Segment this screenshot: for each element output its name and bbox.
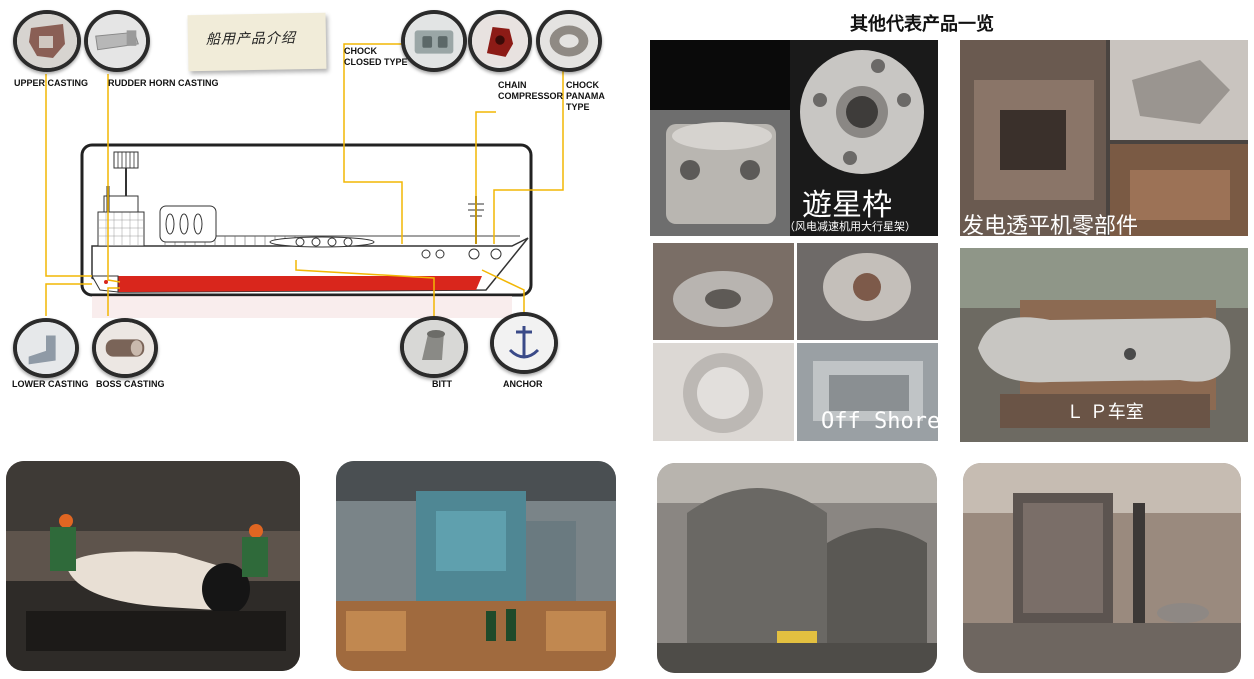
planet-carrier-caption: 遊星枠 (802, 188, 892, 223)
other-products-title: 其他代表产品一览 (850, 14, 994, 35)
ship-diagram: 船用产品介绍 UPPER CASTING RUDDER HORN CASTING… (0, 0, 640, 440)
chock-panama-label-2: PANAMA (566, 91, 605, 101)
factory-photo-casting-pit (6, 461, 300, 671)
lower-casting-label: LOWER CASTING (12, 379, 89, 389)
planet-carrier-subcaption: （风电减速机用大行星架） (784, 220, 916, 233)
chock-closed-label-2: CLOSED TYPE (344, 57, 408, 67)
factory-photo-sand-plant (336, 461, 616, 671)
ship-schematic (45, 43, 564, 318)
lower-casting-thumbnail (13, 318, 79, 378)
chock-panama-label-3: TYPE (566, 102, 590, 112)
boss-casting-thumbnail (92, 318, 158, 378)
generator-turbine-photo: 发电透平机零部件 (960, 40, 1248, 236)
generator-turbine-caption: 发电透平机零部件 (962, 214, 1139, 236)
factory-photo-annealing-furnace (657, 463, 937, 673)
chain-compressor-label-2: COMPRESSOR (498, 91, 564, 101)
chain-compressor-label-1: CHAIN (498, 80, 527, 90)
offshore-parts-photo: Off Shore (653, 243, 938, 441)
lp-casing-caption: Ｌ Ｐ车室 (1066, 402, 1144, 423)
banner-title: 船用产品介绍 (205, 30, 297, 48)
chock-closed-type-thumbnail (401, 10, 467, 72)
offshore-caption: Off Shore (821, 409, 938, 434)
planet-carrier-photo: 遊星枠 （风电减速机用大行星架） (650, 40, 938, 236)
factory-photo-heat-treatment (963, 463, 1241, 673)
rudder-horn-casting-label: RUDDER HORN CASTING (108, 78, 219, 88)
anchor-label: ANCHOR (503, 379, 543, 389)
bitt-label: BITT (432, 379, 452, 389)
boss-casting-label: BOSS CASTING (96, 379, 165, 389)
chock-closed-label-1: CHOCK (344, 46, 377, 56)
chock-panama-label-1: CHOCK (566, 80, 599, 90)
marine-products-banner: 船用产品介绍 (187, 12, 327, 72)
rudder-horn-casting-thumbnail (84, 10, 150, 72)
anchor-thumbnail (490, 312, 558, 374)
chock-panama-type-thumbnail (536, 10, 602, 72)
upper-casting-label: UPPER CASTING (14, 78, 89, 88)
chain-compressor-thumbnail (468, 10, 532, 72)
bitt-thumbnail (400, 316, 468, 378)
upper-casting-thumbnail (13, 10, 81, 72)
lp-casing-photo: Ｌ Ｐ车室 (960, 248, 1248, 442)
